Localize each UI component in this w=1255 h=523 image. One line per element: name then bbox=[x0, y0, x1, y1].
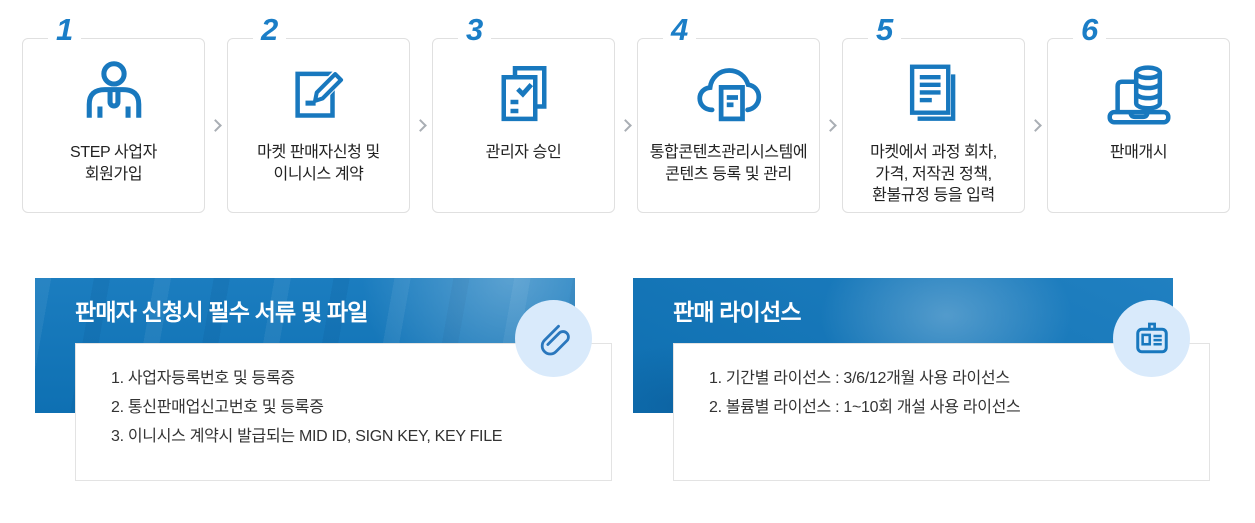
step-label: 관리자 승인 bbox=[485, 144, 562, 161]
list-item: 2. 통신판매업신고번호 및 등록증 bbox=[111, 399, 324, 416]
step-card-1: 1 STEP 사업자 회원가입 bbox=[22, 12, 205, 213]
step-label: STEP 사업자 회원가입 bbox=[70, 144, 157, 183]
contract-sign-icon bbox=[283, 53, 355, 133]
id-card-icon bbox=[1113, 300, 1190, 377]
docs-card-title: 판매자 신청시 필수 서류 및 파일 bbox=[75, 299, 368, 325]
list-item: 1. 사업자등록번호 및 등록증 bbox=[111, 370, 295, 387]
step-number: 3 bbox=[458, 12, 492, 48]
required-docs-card: 판매자 신청시 필수 서류 및 파일 1. 사업자등록번호 및 등록증 2. 통… bbox=[35, 278, 613, 483]
policy-docs-icon bbox=[899, 53, 969, 133]
chevron-right-icon bbox=[1025, 38, 1047, 213]
step-label: 통합콘텐츠관리시스템에 콘텐츠 등록 및 관리 bbox=[649, 144, 808, 183]
chevron-right-icon bbox=[205, 38, 227, 213]
docs-list: 1. 사업자등록번호 및 등록증 2. 통신판매업신고번호 및 등록증 3. 이… bbox=[76, 344, 611, 451]
paperclip-icon bbox=[515, 300, 592, 377]
step-card-5: 5 마켓에서 과정 회차, 가격, 저작권 정책, 환불규정 등을 입력 bbox=[842, 12, 1025, 213]
user-icon bbox=[78, 53, 150, 133]
license-card-title: 판매 라이선스 bbox=[673, 299, 802, 325]
step-card-3: 3 관리자 승인 bbox=[432, 12, 615, 213]
step-card-6: 6 판매개시 bbox=[1047, 12, 1230, 213]
cloud-content-icon bbox=[692, 53, 766, 133]
step-card-2: 2 마켓 판매자신청 및 이니시스 계약 bbox=[227, 12, 410, 213]
license-card-body: 1. 기간별 라이선스 : 3/6/12개월 사용 라이선스 2. 볼륨별 라이… bbox=[673, 343, 1210, 481]
step-card-4: 4 통합콘텐츠관리시스템에 콘텐츠 등록 및 관리 bbox=[637, 12, 820, 213]
step-label: 판매개시 bbox=[1109, 144, 1168, 161]
license-list: 1. 기간별 라이선스 : 3/6/12개월 사용 라이선스 2. 볼륨별 라이… bbox=[674, 344, 1209, 422]
step-number: 6 bbox=[1073, 12, 1107, 48]
chevron-right-icon bbox=[615, 38, 637, 213]
step-label: 마켓에서 과정 회차, 가격, 저작권 정책, 환불규정 등을 입력 bbox=[870, 144, 997, 204]
step-number: 4 bbox=[663, 12, 697, 48]
list-item: 2. 볼륨별 라이선스 : 1~10회 개설 사용 라이선스 bbox=[709, 399, 1021, 416]
laptop-coins-icon bbox=[1101, 53, 1177, 133]
step-number: 2 bbox=[253, 12, 287, 48]
license-card: 판매 라이선스 1. 기간별 라이선스 : 3/6/12개월 사용 라이선스 2… bbox=[633, 278, 1211, 483]
step-label: 마켓 판매자신청 및 이니시스 계약 bbox=[257, 144, 380, 183]
approval-doc-icon bbox=[488, 53, 560, 133]
chevron-right-icon bbox=[410, 38, 432, 213]
process-steps: 1 STEP 사업자 회원가입 2 마켓 bbox=[22, 12, 1230, 213]
list-item: 3. 이니시스 계약시 발급되는 MID ID, SIGN KEY, KEY F… bbox=[111, 428, 503, 445]
step-number: 5 bbox=[868, 12, 902, 48]
list-item: 1. 기간별 라이선스 : 3/6/12개월 사용 라이선스 bbox=[709, 370, 1010, 387]
step-number: 1 bbox=[48, 12, 82, 48]
chevron-right-icon bbox=[820, 38, 842, 213]
docs-card-body: 1. 사업자등록번호 및 등록증 2. 통신판매업신고번호 및 등록증 3. 이… bbox=[75, 343, 612, 481]
